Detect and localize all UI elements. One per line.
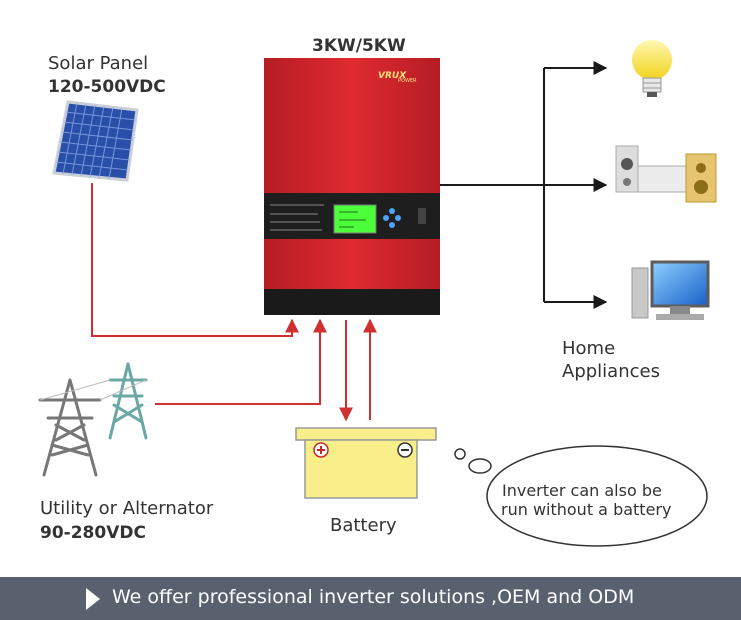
thought-bubble-icon (454, 445, 708, 547)
battery-icon (295, 427, 437, 499)
utility-voltage: 90-280VDC (40, 523, 146, 543)
solar-panel-icon (52, 100, 139, 182)
chevron-right-icon (86, 588, 100, 610)
light-bulb-icon (632, 40, 672, 97)
battery-label: Battery (330, 515, 397, 536)
stereo-icon (615, 145, 717, 203)
note-line1: Inverter can also be (502, 481, 662, 500)
brand-sub: POWER (398, 78, 417, 84)
home-label-line2: Appliances (562, 361, 660, 382)
computer-icon (631, 260, 710, 320)
note-line2: run without a battery (501, 500, 672, 519)
inverter-model: 3KW/5KW (312, 36, 406, 56)
wires-red (91, 183, 377, 422)
solar-label: Solar Panel (48, 53, 149, 74)
footer-banner: We offer professional inverter solutions… (0, 577, 741, 620)
power-tower-icon (38, 362, 148, 477)
button-right (395, 215, 401, 221)
lcd-screen (333, 204, 377, 234)
button-down (389, 222, 395, 228)
inverter-unit: VRUX POWER (264, 58, 440, 315)
home-label-line1: Home (562, 338, 616, 359)
wires-black (438, 61, 608, 309)
button-up (389, 208, 395, 214)
utility-label: Utility or Alternator (40, 498, 214, 519)
button-left (383, 215, 389, 221)
footer-text: We offer professional inverter solutions… (112, 586, 635, 608)
power-switch (418, 208, 426, 224)
solar-voltage: 120-500VDC (48, 77, 166, 97)
brand-logo: VRUX (378, 71, 407, 81)
